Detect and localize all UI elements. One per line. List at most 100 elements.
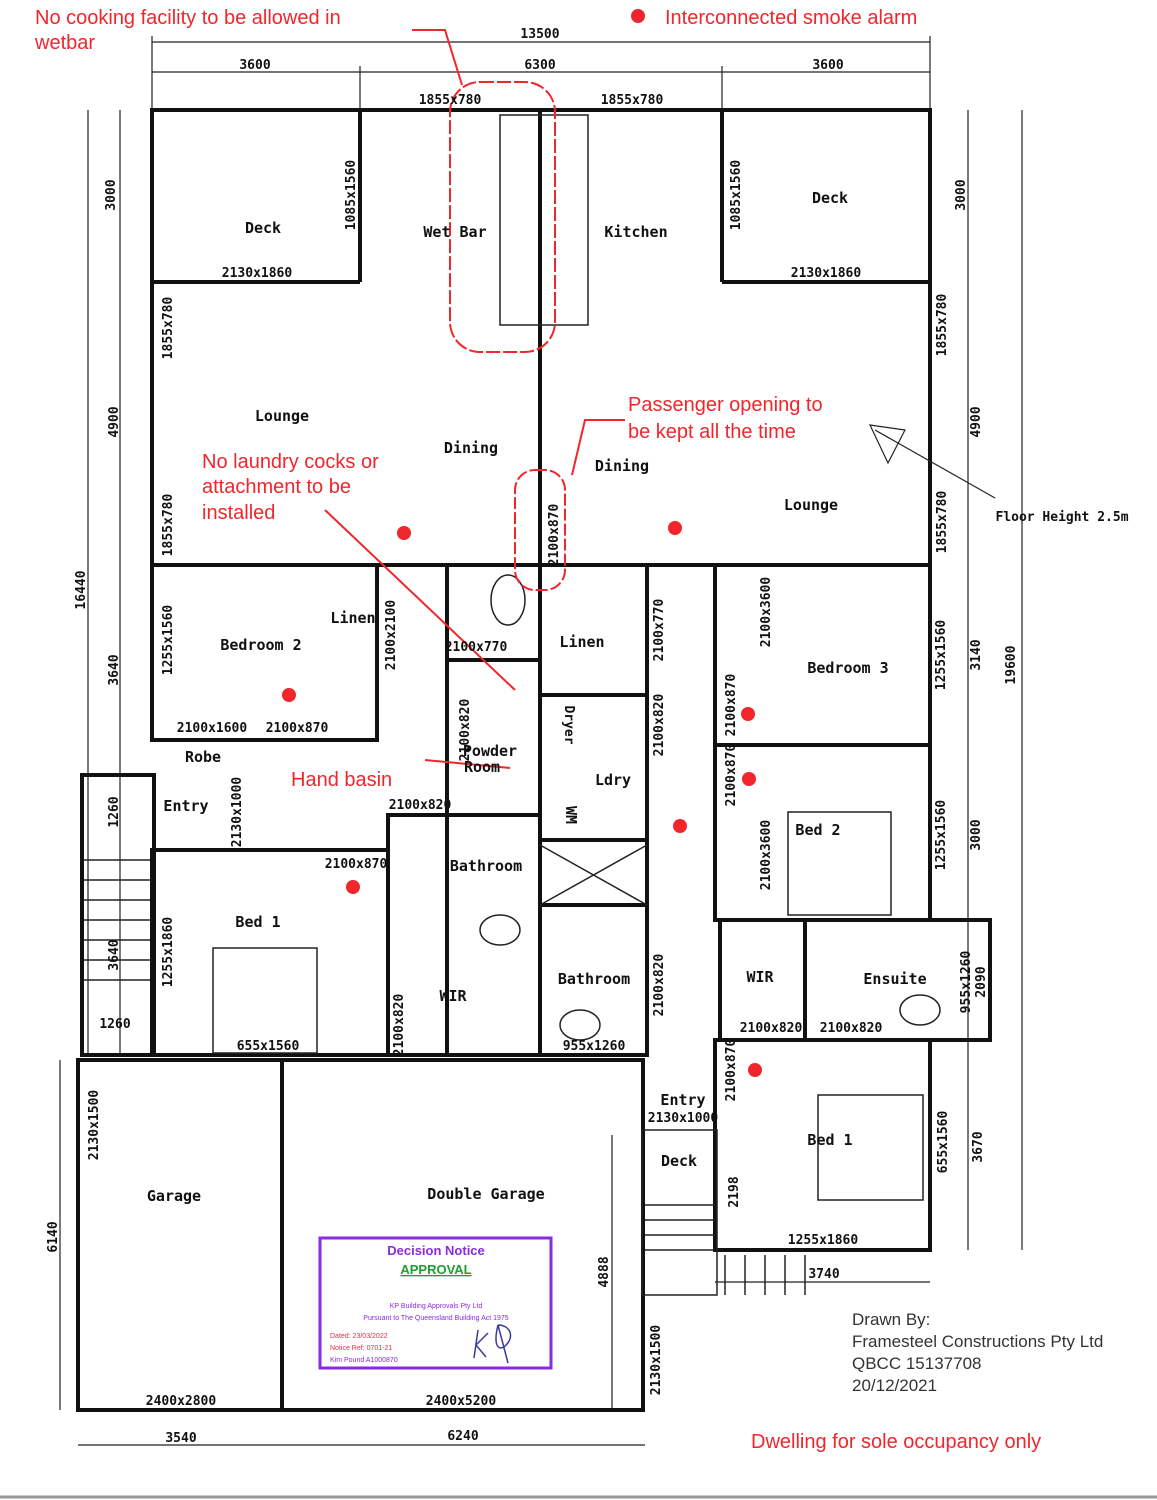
- note-laundry: installed: [202, 502, 275, 524]
- note-passenger: Passenger opening to: [628, 394, 823, 416]
- room-label: WM: [562, 806, 580, 824]
- revision-clouds: [449, 81, 566, 591]
- dimension: 2100x1600: [177, 721, 248, 736]
- dimension: 1855x780: [935, 294, 950, 357]
- smoke-alarm: [346, 880, 360, 894]
- dimension: 2100x820: [652, 694, 667, 757]
- note-sole-occupancy: Dwelling for sole occupancy only: [751, 1431, 1041, 1453]
- stamp-certifier: Kim Pound A1000870: [330, 1357, 398, 1364]
- dimension: 3640: [107, 654, 122, 685]
- dimension: 3000: [969, 819, 984, 850]
- dimension: 1855x780: [161, 297, 176, 360]
- dimension: 2100x870: [724, 1039, 739, 1102]
- dimension: 2100x3600: [759, 577, 774, 648]
- room-label: Ldry: [595, 771, 631, 789]
- dimension: 4900: [107, 406, 122, 437]
- room-label: Dining: [595, 457, 649, 475]
- dimension: 13500: [520, 27, 559, 42]
- dimension: 4900: [969, 406, 984, 437]
- note-hand-basin: Hand basin: [291, 769, 392, 791]
- dimension: 2400x2800: [146, 1394, 217, 1409]
- dimension: 655x1560: [936, 1111, 951, 1174]
- dimension: 2100x820: [392, 994, 407, 1057]
- room-label: Room: [464, 758, 500, 776]
- dimensions: 13500 3600 6300 3600 1855x780 1855x780 2…: [99, 27, 882, 1446]
- room-label: Bathroom: [450, 857, 522, 875]
- room-label: Robe: [185, 748, 221, 766]
- smoke-alarm-legend-dot: [631, 9, 645, 23]
- drawn-by-date: 20/12/2021: [852, 1376, 937, 1395]
- stamp-title: Decision Notice: [387, 1243, 485, 1258]
- dimension: 1255x1560: [934, 800, 949, 871]
- dimension: 2130x1860: [222, 266, 293, 281]
- dimension: 3000: [954, 179, 969, 210]
- note-cooking: wetbar: [34, 32, 95, 54]
- note-cooking: No cooking facility to be allowed in: [35, 7, 341, 29]
- dimension: 2100x870: [724, 744, 739, 807]
- dimension: 2100x820: [458, 699, 473, 762]
- room-label: Bathroom: [558, 970, 630, 988]
- dimension: 1255x1860: [788, 1233, 859, 1248]
- dimension: 3540: [165, 1431, 196, 1446]
- room-label: Powder: [463, 742, 517, 760]
- dimension: 1855x780: [419, 93, 482, 108]
- dimension: 1085x1560: [344, 160, 359, 231]
- dimension: 1260: [107, 796, 122, 827]
- dimension: 4888: [597, 1256, 612, 1287]
- dimension: 2100x870: [266, 721, 329, 736]
- dimension: 1855x780: [935, 491, 950, 554]
- annotations: No cooking facility to be allowed in wet…: [34, 7, 1041, 1453]
- smoke-alarm-legend: Interconnected smoke alarm: [665, 7, 917, 29]
- walls: [76, 108, 992, 1412]
- smoke-alarm: [673, 819, 687, 833]
- dimension: 3670: [971, 1131, 986, 1162]
- dimension: 955x1260: [959, 951, 974, 1014]
- note-passenger: be kept all the time: [628, 421, 796, 443]
- floor-height-label: Floor Height 2.5m: [995, 510, 1128, 525]
- room-label: Bed 1: [807, 1131, 852, 1149]
- dimension: 2100x870: [325, 857, 388, 872]
- stamp-company: KP Building Approvals Pty Ltd: [390, 1303, 483, 1310]
- dimension: 2100x820: [820, 1021, 883, 1036]
- smoke-alarm: [668, 521, 682, 535]
- dimension: 1255x1560: [934, 620, 949, 691]
- smoke-alarms: [282, 9, 762, 1077]
- room-label: Lounge: [784, 496, 838, 514]
- dimension: 16440: [74, 570, 89, 609]
- dimension: 19600: [1004, 645, 1019, 684]
- stamp-act: Pursuant to The Queensland Building Act …: [363, 1315, 509, 1322]
- stamp-notice-ref: Notice Ref: 0701-21: [330, 1345, 392, 1352]
- dimension: 655x1560: [237, 1039, 300, 1054]
- room-label: Linen: [559, 633, 604, 651]
- dimension: 3740: [808, 1267, 839, 1282]
- room-labels: Deck Deck Wet Bar Kitchen Lounge Lounge …: [147, 189, 1129, 1205]
- dimension: 3640: [107, 939, 122, 970]
- dimension: 1085x1560: [729, 160, 744, 231]
- approval-stamp: Decision Notice APPROVAL KP Building App…: [318, 1236, 553, 1370]
- dimension: 1855x780: [601, 93, 664, 108]
- dimension: 2130x1500: [649, 1325, 664, 1396]
- dimension: 2130x1500: [87, 1090, 102, 1161]
- smoke-alarm: [741, 707, 755, 721]
- dimension: 6140: [46, 1221, 61, 1252]
- drawn-by-qbcc: QBCC 15137708: [852, 1354, 981, 1373]
- dimension: 2100x820: [389, 798, 452, 813]
- dimension: 2100x770: [445, 640, 508, 655]
- stamp-dated: Dated: 23/03/2022: [330, 1333, 388, 1340]
- drawn-by-company: Framesteel Constructions Pty Ltd: [852, 1332, 1103, 1351]
- dimension: 2100x3600: [759, 820, 774, 891]
- room-label: Bedroom 3: [807, 659, 888, 677]
- dimension: 3000: [104, 179, 119, 210]
- dimension: 2100x820: [652, 954, 667, 1017]
- dimension: 2100x2100: [384, 600, 399, 671]
- dimension: 1255x1860: [161, 917, 176, 988]
- dimension: 3600: [239, 58, 270, 73]
- dimension: 2130x1000: [230, 777, 245, 848]
- dimension: 1855x780: [161, 494, 176, 557]
- room-label: Dining: [444, 439, 498, 457]
- room-label: Double Garage: [427, 1185, 544, 1203]
- room-label: Entry: [660, 1091, 705, 1109]
- dimension-lines: [59, 36, 1023, 1446]
- smoke-alarm: [397, 526, 411, 540]
